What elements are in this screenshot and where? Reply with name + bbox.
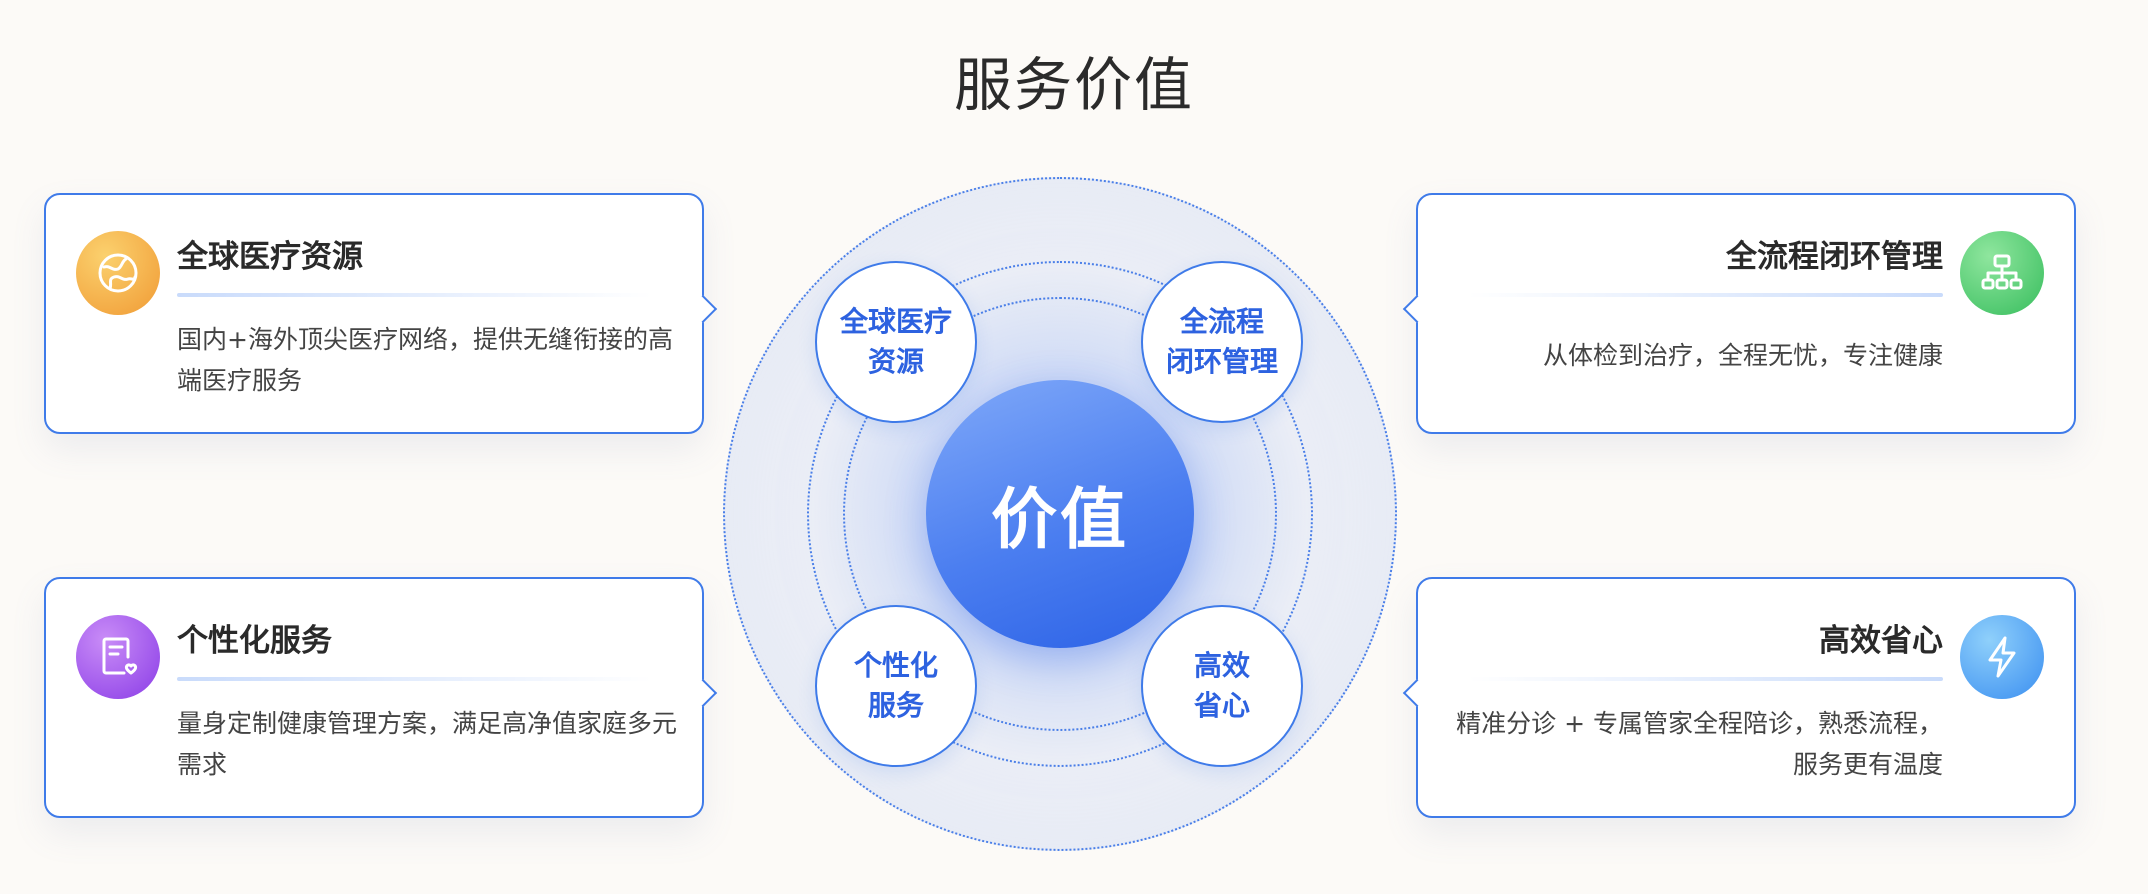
card-description: 量身定制健康管理方案，满足高净值家庭多元需求 [177, 709, 678, 779]
node-global-medical-resources: 全球医疗资源 [815, 261, 977, 423]
divider [177, 293, 652, 297]
center-value-circle: 价值 [926, 380, 1194, 648]
node-efficient-worry-free: 高效省心 [1141, 605, 1303, 767]
divider [1468, 293, 1943, 297]
card-closed-loop-management: 全流程闭环管理 从体检到治疗，全程无忧，专注健康 [1416, 193, 2076, 434]
document-heart-icon [76, 615, 160, 699]
node-label-line: 省心 [1193, 689, 1250, 722]
card-description: 国内+海外顶尖医疗网络，提供无缝衔接的高端医疗服务 [177, 325, 673, 395]
value-diagram: 价值 全球医疗资源 全流程闭环管理 个性化服务 高效省心 [723, 177, 1397, 851]
hierarchy-icon [1960, 231, 2044, 315]
node-personalized-service: 个性化服务 [815, 605, 977, 767]
node-label-line: 闭环管理 [1165, 345, 1278, 378]
card-description: 从体检到治疗，全程无忧，专注健康 [1542, 341, 1943, 370]
card-title: 个性化服务 [177, 623, 332, 659]
node-label-line: 全流程 [1179, 305, 1264, 338]
inner-ring [843, 297, 1277, 731]
node-label-line: 高效 [1193, 649, 1250, 682]
divider [177, 677, 652, 681]
middle-ring [807, 261, 1313, 767]
card-title: 全球医疗资源 [177, 239, 363, 275]
card-title: 高效省心 [1819, 623, 1943, 659]
node-closed-loop-management: 全流程闭环管理 [1141, 261, 1303, 423]
lightning-icon [1960, 615, 2044, 699]
node-label-line: 个性化 [853, 649, 938, 682]
node-label-line: 全球医疗 [839, 305, 952, 338]
divider [1468, 677, 1943, 681]
card-title: 全流程闭环管理 [1726, 239, 1943, 275]
card-efficient-worry-free: 高效省心 精准分诊 + 专属管家全程陪诊，熟悉流程，服务更有温度 [1416, 577, 2076, 818]
node-label-line: 服务 [867, 689, 924, 722]
card-personalized-service: 个性化服务 量身定制健康管理方案，满足高净值家庭多元需求 [44, 577, 704, 818]
node-label-line: 资源 [867, 345, 924, 378]
page-title: 服务价值 [953, 51, 1194, 119]
card-global-medical-resources: 全球医疗资源 国内+海外顶尖医疗网络，提供无缝衔接的高端医疗服务 [44, 193, 704, 434]
card-description: 精准分诊 + 专属管家全程陪诊，熟悉流程，服务更有温度 [1456, 709, 1943, 779]
globe-icon [76, 231, 160, 315]
